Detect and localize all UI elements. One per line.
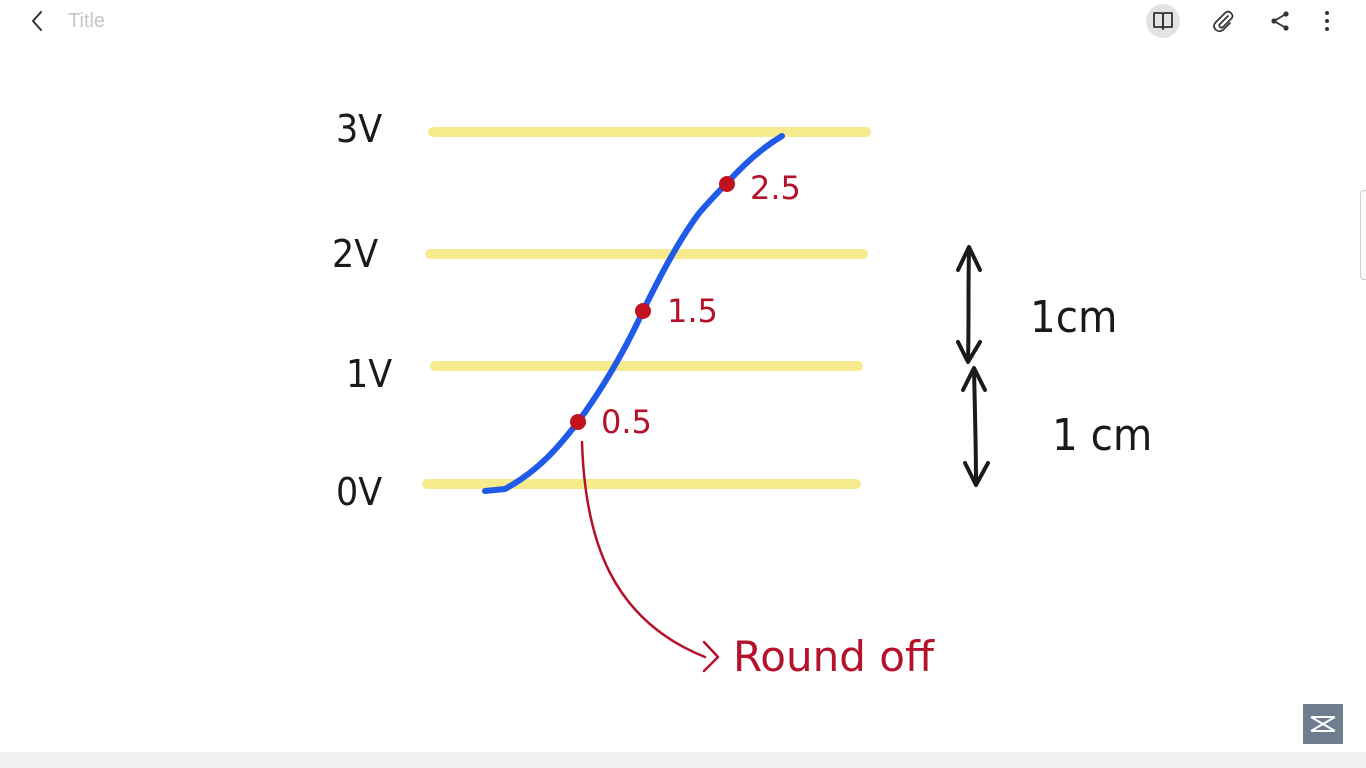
level-label-1v: 1V bbox=[346, 352, 393, 396]
chevron-left-icon bbox=[32, 11, 42, 31]
note-canvas[interactable]: 3V 2V 1V 0V 2.5 1.5 0.5 1cm 1 cm Round o… bbox=[0, 42, 1366, 752]
point-label-2-5: 2.5 bbox=[750, 169, 801, 207]
point-0-5 bbox=[570, 414, 586, 430]
handwriting-drawing bbox=[422, 127, 990, 673]
point-label-0-5: 0.5 bbox=[601, 403, 652, 441]
round-off-arrowhead bbox=[702, 640, 720, 673]
top-toolbar bbox=[0, 0, 1366, 42]
level-label-0v: 0V bbox=[336, 470, 383, 514]
reading-mode-button[interactable] bbox=[1146, 4, 1180, 38]
logo-icon bbox=[1310, 716, 1336, 732]
level-label-2v: 2V bbox=[332, 232, 379, 276]
back-button[interactable] bbox=[22, 6, 52, 36]
point-1-5 bbox=[635, 303, 651, 319]
side-scroll-handle[interactable] bbox=[1360, 190, 1366, 280]
dimension-arrow-bottom bbox=[972, 368, 978, 486]
book-icon bbox=[1153, 12, 1173, 30]
distance-label-bottom: 1 cm bbox=[1052, 410, 1153, 461]
note-title-input[interactable] bbox=[68, 9, 368, 33]
round-off-arrow bbox=[580, 440, 707, 659]
watermark-logo bbox=[1303, 704, 1343, 744]
point-label-1-5: 1.5 bbox=[667, 292, 718, 330]
level-label-3v: 3V bbox=[336, 107, 383, 151]
dimension-arrow-top bbox=[966, 248, 971, 362]
distance-label-top: 1cm bbox=[1030, 292, 1118, 343]
share-icon bbox=[1271, 11, 1289, 31]
round-off-annotation: Round off bbox=[733, 632, 934, 681]
point-2-5 bbox=[719, 176, 735, 192]
more-vertical-icon bbox=[1325, 11, 1329, 31]
paperclip-icon bbox=[1213, 10, 1234, 33]
share-button[interactable] bbox=[1263, 4, 1297, 38]
more-options-button[interactable] bbox=[1310, 4, 1344, 38]
attach-button[interactable] bbox=[1206, 4, 1240, 38]
bottom-bar bbox=[0, 752, 1366, 768]
